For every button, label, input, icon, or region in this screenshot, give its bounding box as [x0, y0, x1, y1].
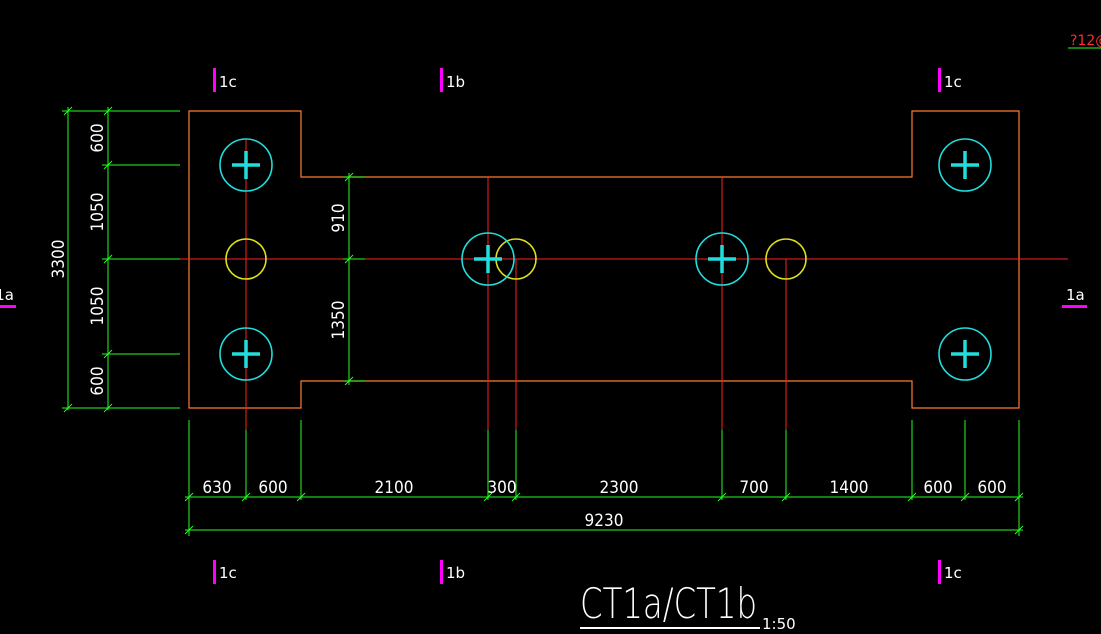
section-marks-side: 1a 1a: [0, 286, 1087, 308]
section-mark-left: 1a: [0, 286, 14, 304]
dim-left-600-top: 600: [88, 123, 108, 152]
dim-left-outer: 3300: [49, 240, 69, 279]
column-circle-icon: [765, 238, 807, 280]
pile-cap-outline: [188, 110, 1020, 409]
centerlines: [180, 140, 1068, 430]
inner-dimension-chain: [343, 172, 365, 386]
dim-bottom-300: 300: [487, 478, 516, 498]
column-circle-icon: [225, 238, 267, 280]
section-mark-bottom-right: 1c: [944, 564, 962, 582]
section-mark-bottom-middle: 1b: [446, 564, 465, 582]
section-marks-bottom: 1c 1b 1c: [213, 560, 962, 584]
pile-cross-icon: [938, 138, 992, 192]
drawing-scale: 1:50: [762, 615, 796, 633]
dim-bottom-600c: 600: [977, 478, 1006, 498]
dim-bottom-2100: 2100: [375, 478, 414, 498]
dim-inner-910: 910: [329, 203, 349, 232]
drawing-title: CT1a/CT1b: [580, 579, 757, 628]
section-mark-top-middle: 1b: [446, 73, 465, 91]
dim-left-600-bottom: 600: [88, 366, 108, 395]
section-mark-bottom-left: 1c: [219, 564, 237, 582]
section-mark-top-left: 1c: [219, 73, 237, 91]
left-dimension-chain: [62, 106, 180, 413]
bottom-dimension-chain: [184, 420, 1024, 536]
dim-bottom-630: 630: [202, 478, 231, 498]
dim-bottom-600b: 600: [923, 478, 952, 498]
dim-left-1050-bottom: 1050: [88, 287, 108, 326]
pile-cross-icon: [695, 232, 749, 286]
pile-cross-icon: [219, 327, 273, 381]
section-mark-top-right: 1c: [944, 73, 962, 91]
corner-note: ?12@: [1070, 33, 1101, 49]
dim-left-1050-top: 1050: [88, 193, 108, 232]
dim-inner-1350: 1350: [329, 301, 349, 340]
dim-bottom-total: 9230: [585, 511, 624, 531]
pile-cross-icon: [219, 138, 273, 192]
dim-bottom-2300: 2300: [600, 478, 639, 498]
section-mark-right: 1a: [1066, 286, 1085, 304]
pile-cross-icon: [938, 327, 992, 381]
section-marks-top: 1c 1b 1c: [213, 68, 962, 92]
pile-cross-icon: [461, 232, 515, 286]
dim-bottom-700: 700: [739, 478, 768, 498]
piles: [219, 138, 992, 381]
dim-bottom-600a: 600: [258, 478, 287, 498]
dim-bottom-1400: 1400: [830, 478, 869, 498]
